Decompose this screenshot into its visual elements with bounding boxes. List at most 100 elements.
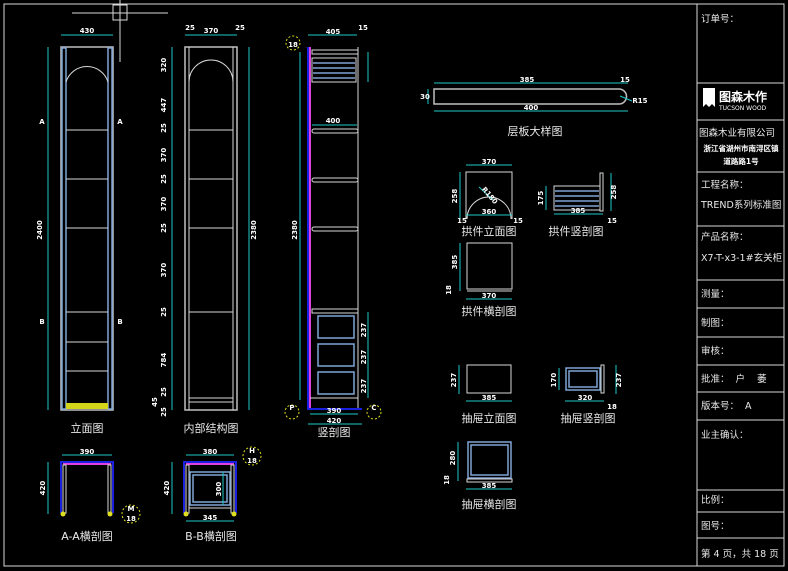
dim-shelf-thickness: 30 [420, 93, 430, 101]
drafting-label: 制图： [701, 317, 730, 329]
dim-sec-drawer-2: 237 [360, 350, 368, 365]
company-address-2: 道路路1号 [723, 156, 759, 166]
dim-arch-side-l: 15 [457, 217, 467, 225]
dim-int-vertical: 320 [160, 58, 168, 73]
dim-drc-height: 280 [449, 451, 457, 466]
label-drawer-section: 抽屉竖剖图 [561, 411, 616, 425]
dim-archs-15: 15 [607, 217, 617, 225]
drawer-elevation-view [458, 364, 512, 402]
dim-int-vertical: 370 [160, 197, 168, 212]
company-name: 图森木业有限公司 [699, 127, 775, 139]
dim-archc-18: 18 [445, 285, 453, 295]
project-name-value: TREND系列标准图 [700, 199, 781, 211]
dim-int-vertical: 25 [160, 407, 168, 417]
dim-shelf-radius: R15 [632, 97, 647, 105]
label-shelf-detail: 层板大样图 [508, 124, 563, 138]
shelf-detail-view [427, 82, 633, 112]
dim-int-vertical: 25 [160, 387, 168, 397]
detail-callout-h: H [249, 447, 255, 455]
bb-cross-section-view [171, 446, 262, 522]
label-bb-section: B-B横剖图 [185, 529, 237, 543]
svg-text:图森木作: 图森木作 [719, 89, 767, 104]
dim-int-vertical: 25 [160, 223, 168, 233]
section-mark-b-right: B [117, 318, 122, 326]
dim-sec-drawer-1: 237 [360, 323, 368, 338]
dim-int-vertical: 784 [160, 353, 168, 368]
label-drawer-cross: 抽屉横剖图 [462, 497, 517, 511]
dim-bb-width: 380 [203, 448, 218, 456]
page-indicator: 第 4 页，共 18 页 [701, 548, 779, 560]
label-aa-section: A-A横剖图 [61, 529, 113, 543]
scale-label: 比例： [701, 494, 730, 506]
project-name-label: 工程名称： [701, 179, 749, 191]
dim-drc-width: 385 [482, 482, 497, 490]
owner-confirm-label: 业主确认： [701, 429, 749, 441]
dim-archs-height: 258 [610, 185, 618, 200]
dim-bb-height: 420 [163, 481, 171, 496]
internal-structure-view [171, 34, 250, 411]
product-name-value: X7-T-x3-1#玄关柜 [701, 252, 783, 264]
dim-sec-drawer-3: 237 [360, 379, 368, 394]
title-block-dividers [697, 82, 784, 539]
svg-text:TUCSON WOOD: TUCSON WOOD [718, 105, 767, 112]
dim-archs-width: 385 [571, 207, 586, 215]
dim-arch-height: 258 [451, 189, 459, 204]
dim-drs-width: 320 [578, 394, 593, 402]
label-internal: 内部结构图 [184, 421, 239, 435]
arch-section-view [545, 172, 612, 215]
dim-bb-inner: 300 [215, 482, 223, 497]
label-arch-elevation: 拱件立面图 [462, 224, 517, 238]
crosshair-cursor [72, 0, 168, 62]
dim-dre-width: 385 [482, 394, 497, 402]
vertical-section-view [284, 34, 382, 425]
dim-sec-15: 15 [358, 24, 368, 32]
elevation-view [47, 34, 114, 411]
dim-aa-height: 420 [39, 481, 47, 496]
dim-int-vertical: 25 [160, 174, 168, 184]
dim-shelf-width: 400 [524, 104, 539, 112]
label-elevation: 立面图 [71, 421, 104, 435]
approve-label: 批准： 户 萎 [701, 373, 767, 385]
dim-drs-height: 170 [550, 373, 558, 388]
drawer-cross-section-view [457, 441, 513, 490]
dim-drc-18: 18 [443, 475, 451, 485]
dim-shelf-15: 15 [620, 76, 630, 84]
section-mark-a-right: A [117, 118, 123, 126]
sheet-border [3, 3, 785, 567]
detail-callout-b: 18 [288, 41, 298, 49]
dim-arch-side-r: 15 [513, 217, 523, 225]
dim-shelf-top: 385 [520, 76, 535, 84]
dim-dre-height: 237 [450, 373, 458, 388]
dim-archc-height: 385 [451, 255, 459, 270]
drawer-section-view [558, 364, 617, 402]
order-no-label: 订单号： [701, 13, 739, 25]
drawing-no-label: 图号： [701, 521, 730, 532]
arch-elevation-view [459, 164, 513, 220]
aa-cross-section-view [47, 454, 141, 524]
dim-int-vertical: 370 [160, 263, 168, 278]
section-mark-a-left: A [39, 118, 45, 126]
dim-int-vertical: 25 [160, 123, 168, 133]
survey-label: 测量： [701, 289, 730, 300]
dim-sec-400: 400 [326, 117, 341, 125]
detail-callout-m-18: 18 [126, 515, 136, 523]
review-label: 审核： [701, 345, 730, 357]
dim-arch-width: 370 [482, 158, 497, 166]
company-logo: 图森木作 TUCSON WOOD [703, 88, 767, 112]
dim-int-width: 370 [204, 27, 219, 35]
dim-int-vertical: 370 [160, 148, 168, 163]
section-mark-b-left: B [39, 318, 44, 326]
dim-int-left: 25 [185, 24, 195, 32]
dim-elev-width: 430 [80, 27, 95, 35]
dim-arch-bottom: 360 [482, 208, 497, 216]
dim-bb-bottom: 345 [203, 514, 218, 522]
dim-aa-width: 390 [80, 448, 95, 456]
dim-drs-18: 18 [607, 403, 617, 411]
label-arch-section: 拱件竖剖图 [549, 224, 604, 238]
dim-int-height: 2380 [250, 220, 258, 240]
company-address-1: 浙江省湖州市南浔区镇 [704, 143, 779, 153]
dim-int-vertical: 447 [160, 98, 168, 113]
label-drawer-elevation: 抽屉立面图 [462, 411, 517, 425]
